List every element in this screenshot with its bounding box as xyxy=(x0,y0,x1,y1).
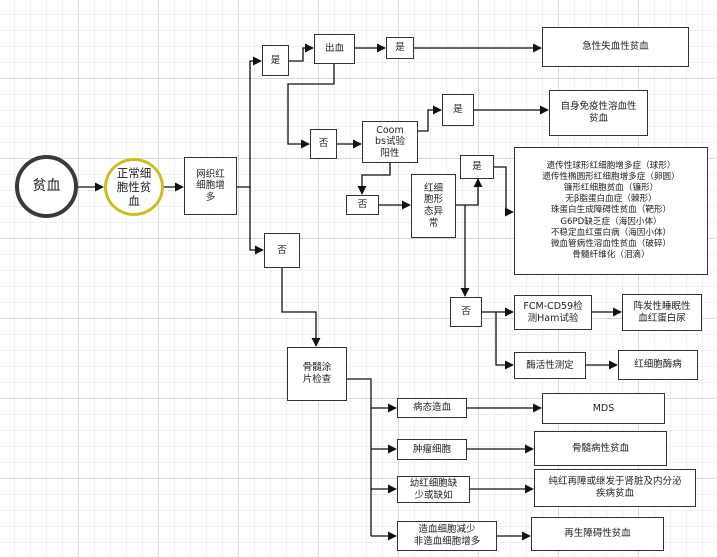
enzyme-activity-test-node[interactable]: 酶活性测定 xyxy=(514,352,586,379)
edge-bleeding-no xyxy=(287,64,335,149)
pnh-node[interactable]: 阵发性睡眠性 血红蛋白尿 xyxy=(622,294,702,331)
yes-node-reticulocyte[interactable]: 是 xyxy=(262,45,289,76)
yes-node-shape[interactable]: 是 xyxy=(460,155,494,179)
mds-node[interactable]: MDS xyxy=(542,393,665,424)
autoimmune-hemolytic-anemia-node[interactable]: 自身免疫性溶血性 贫血 xyxy=(549,90,648,136)
disease-item: 不稳定血红蛋白病（海因小体） xyxy=(550,227,672,238)
disease-item: 珠蛋白生成障碍性贫血（靶形） xyxy=(550,205,672,216)
edge-reticulocyte-no-marrow xyxy=(281,268,321,347)
yes-node-bleeding[interactable]: 是 xyxy=(386,37,414,59)
edge-reticulocyte-no xyxy=(249,187,264,255)
edge-reticulocyte-yes xyxy=(237,56,262,188)
edge-coombs-no xyxy=(357,163,391,195)
disease-item: 遗传性椭圆形红细胞增多症（卵圆） xyxy=(542,171,680,182)
edge-coombs-yes xyxy=(418,105,442,132)
tumor-cells-node[interactable]: 肿瘤细胞 xyxy=(397,439,467,460)
edge-marrow-branches xyxy=(347,378,372,536)
edge-yes-diseases xyxy=(494,166,514,217)
disease-item: 镰形红细胞贫血（镰形） xyxy=(563,183,659,194)
dysplasia-node[interactable]: 病态造血 xyxy=(397,398,467,418)
rbc-enzymopathy-node[interactable]: 红细胞酶病 xyxy=(618,350,698,380)
edge-no-enzyme xyxy=(495,312,514,370)
acute-blood-loss-anemia-node[interactable]: 急性失血性贫血 xyxy=(542,27,689,67)
rbc-shape-abnormal-node[interactable]: 红细 胞形 态异 常 xyxy=(411,174,456,238)
reticulocyte-increase-node[interactable]: 网织红 细胞增 多 xyxy=(184,157,237,215)
hematopoietic-reduced-node[interactable]: 造血细胞减少 非造血细胞增多 xyxy=(397,521,497,551)
normocytic-anemia-node[interactable]: 正常细 胞性贫 血 xyxy=(104,158,164,216)
no-node-bleeding[interactable]: 否 xyxy=(310,129,337,159)
disease-item: 微血管病性溶血性贫血（破碎） xyxy=(550,238,672,249)
erythroid-lack-node[interactable]: 幼红细胞缺 少或缺如 xyxy=(397,476,470,503)
disease-item: 遗传性球形红细胞增多症（球形） xyxy=(546,160,676,171)
edge-yes-bleeding xyxy=(289,43,314,62)
myelophthisic-anemia-node[interactable]: 骨髓病性贫血 xyxy=(534,431,667,466)
disease-item: G6PD缺乏症（海因小体） xyxy=(560,216,662,227)
disease-item: 无β脂蛋白血症（棘形） xyxy=(565,194,657,205)
coombs-test-node[interactable]: Coom bs试验 阳性 xyxy=(362,121,418,163)
bone-marrow-smear-node[interactable]: 骨髓涂 片检查 xyxy=(287,347,347,401)
no-node-reticulocyte[interactable]: 否 xyxy=(264,233,300,268)
fcm-cd59-ham-test-node[interactable]: FCM-CD59检 测Ham试验 xyxy=(514,295,592,330)
bleeding-node[interactable]: 出血 xyxy=(314,34,355,64)
edge-shape-yes xyxy=(456,178,483,206)
anemia-node[interactable]: 贫血 xyxy=(15,155,78,218)
aplastic-anemia-node[interactable]: 再生障碍性贫血 xyxy=(531,517,664,551)
rbc-shape-disease-list: 遗传性球形红细胞增多症（球形） 遗传性椭圆形红细胞增多症（卵圆） 镰形红细胞贫血… xyxy=(514,147,708,275)
no-node-coombs[interactable]: 否 xyxy=(346,195,379,215)
pure-red-cell-aplasia-node[interactable]: 纯红再障或继发于肾脏及内分泌 疾病贫血 xyxy=(534,469,696,507)
no-node-shape[interactable]: 否 xyxy=(450,297,482,327)
disease-item: 骨髓纤维化（泪滴） xyxy=(572,250,650,261)
yes-node-coombs[interactable]: 是 xyxy=(442,94,474,126)
